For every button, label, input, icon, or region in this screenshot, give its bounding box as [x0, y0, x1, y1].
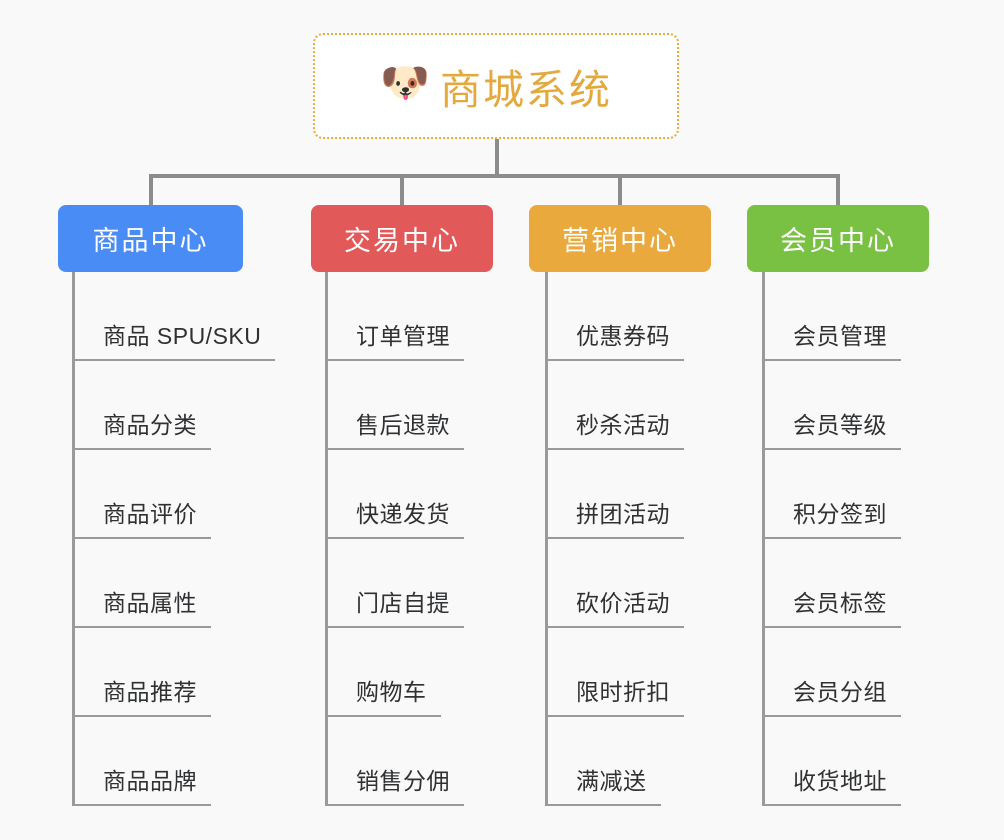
leaf-item-underline: 商品属性: [75, 584, 211, 628]
leaf-item[interactable]: 优惠券码: [545, 272, 684, 361]
leaf-item-underline: 优惠券码: [548, 317, 684, 361]
leaf-item-underline: 商品分类: [75, 406, 211, 450]
leaf-item[interactable]: 秒杀活动: [545, 361, 684, 450]
leaf-item[interactable]: 会员等级: [762, 361, 901, 450]
leaf-item[interactable]: 订单管理: [325, 272, 464, 361]
leaf-item-label: 商品分类: [103, 412, 197, 438]
leaf-item-underline: 会员分组: [765, 673, 901, 717]
leaf-item-underline: 商品推荐: [75, 673, 211, 717]
root-stem-line: [495, 139, 499, 176]
leaf-item-underline: 销售分佣: [328, 762, 464, 806]
leaf-item[interactable]: 商品推荐: [72, 628, 275, 717]
category-box-3[interactable]: 营销中心: [529, 205, 711, 272]
leaf-item-label: 会员标签: [793, 590, 887, 616]
leaf-item[interactable]: 商品属性: [72, 539, 275, 628]
leaf-item-label: 积分签到: [793, 501, 887, 527]
leaf-item-label: 商品品牌: [103, 768, 197, 794]
category-box-1[interactable]: 商品中心: [58, 205, 243, 272]
leaf-item[interactable]: 购物车: [325, 628, 464, 717]
leaf-item-label: 快递发货: [356, 501, 450, 527]
leaf-item[interactable]: 收货地址: [762, 717, 901, 806]
leaf-item-underline: 砍价活动: [548, 584, 684, 628]
leaf-column-1: 商品 SPU/SKU 商品分类商品评价商品属性商品推荐商品品牌: [72, 272, 276, 806]
leaf-item-label: 秒杀活动: [576, 412, 670, 438]
leaf-item-underline: 商品 SPU/SKU: [75, 317, 276, 361]
leaf-spine: [72, 272, 75, 806]
leaf-item-underline: 满减送: [548, 762, 661, 806]
leaf-item-underline: 快递发货: [328, 495, 464, 539]
leaf-item[interactable]: 门店自提: [325, 539, 464, 628]
leaf-item-label: 会员分组: [793, 679, 887, 705]
leaf-column-4: 会员管理会员等级积分签到会员标签会员分组收货地址: [762, 272, 901, 806]
leaf-item-underline: 售后退款: [328, 406, 464, 450]
branch-drop-line-1: [148, 174, 153, 205]
leaf-item-underline: 限时折扣: [548, 673, 684, 717]
category-box-4[interactable]: 会员中心: [747, 205, 929, 272]
leaf-item[interactable]: 积分签到: [762, 450, 901, 539]
leaf-item-underline: 拼团活动: [548, 495, 684, 539]
leaf-item-underline: 收货地址: [765, 762, 901, 806]
leaf-item-label: 拼团活动: [576, 501, 670, 527]
leaf-item-underline: 购物车: [328, 673, 441, 717]
leaf-item-underline: 商品评价: [75, 495, 211, 539]
leaf-item[interactable]: 商品 SPU/SKU: [72, 272, 276, 361]
root-node[interactable]: 🐶 商城系统: [313, 33, 679, 139]
leaf-item-label: 优惠券码: [576, 323, 670, 349]
category-label: 商品中心: [92, 226, 209, 256]
leaf-item[interactable]: 砍价活动: [545, 539, 684, 628]
leaf-spine: [762, 272, 765, 806]
leaf-item-label: 商品属性: [103, 590, 197, 616]
category-label: 交易中心: [344, 226, 460, 256]
leaf-item[interactable]: 会员标签: [762, 539, 901, 628]
leaf-item[interactable]: 售后退款: [325, 361, 464, 450]
leaf-item[interactable]: 商品分类: [72, 361, 275, 450]
leaf-item[interactable]: 商品评价: [72, 450, 275, 539]
leaf-item-underline: 门店自提: [328, 584, 464, 628]
branch-drop-line-3: [618, 174, 622, 205]
category-box-2[interactable]: 交易中心: [311, 205, 493, 272]
leaf-item-label: 购物车: [356, 679, 427, 705]
branch-drop-line-2: [400, 174, 404, 205]
leaf-item-underline: 会员管理: [765, 317, 901, 361]
leaf-item[interactable]: 快递发货: [325, 450, 464, 539]
leaf-item[interactable]: 会员分组: [762, 628, 901, 717]
leaf-item-underline: 商品品牌: [75, 762, 211, 806]
leaf-item-label: 销售分佣: [356, 768, 450, 794]
leaf-column-3: 优惠券码秒杀活动拼团活动砍价活动限时折扣满减送: [545, 272, 684, 806]
leaf-item-label: 限时折扣: [576, 679, 670, 705]
leaf-item-label: 售后退款: [356, 412, 450, 438]
leaf-item-underline: 积分签到: [765, 495, 901, 539]
branch-drop-line-4: [836, 174, 840, 205]
leaf-item-label: 满减送: [576, 768, 647, 794]
root-title: 商城系统: [440, 67, 612, 113]
leaf-item-label: 订单管理: [356, 323, 450, 349]
leaf-item-label: 商品评价: [103, 501, 197, 527]
horizontal-bus-line: [150, 174, 836, 178]
category-label: 会员中心: [780, 226, 896, 256]
leaf-item[interactable]: 销售分佣: [325, 717, 464, 806]
leaf-item-underline: 秒杀活动: [548, 406, 684, 450]
leaf-item-label: 商品 SPU/SKU: [103, 323, 262, 349]
leaf-spine: [545, 272, 548, 806]
leaf-spine: [325, 272, 328, 806]
leaf-item[interactable]: 商品品牌: [72, 717, 275, 806]
leaf-column-2: 订单管理售后退款快递发货门店自提购物车销售分佣: [325, 272, 464, 806]
leaf-item-label: 会员管理: [793, 323, 887, 349]
leaf-item[interactable]: 拼团活动: [545, 450, 684, 539]
category-label: 营销中心: [562, 226, 678, 256]
leaf-item-label: 门店自提: [356, 590, 450, 616]
leaf-item-underline: 订单管理: [328, 317, 464, 361]
dog-face-icon: 🐶: [380, 61, 430, 105]
leaf-item-label: 砍价活动: [576, 590, 670, 616]
leaf-item-label: 收货地址: [793, 768, 887, 794]
leaf-item-underline: 会员等级: [765, 406, 901, 450]
leaf-item[interactable]: 满减送: [545, 717, 684, 806]
leaf-item-label: 商品推荐: [103, 679, 197, 705]
leaf-item-underline: 会员标签: [765, 584, 901, 628]
leaf-item[interactable]: 限时折扣: [545, 628, 684, 717]
leaf-item[interactable]: 会员管理: [762, 272, 901, 361]
leaf-item-label: 会员等级: [793, 412, 887, 438]
